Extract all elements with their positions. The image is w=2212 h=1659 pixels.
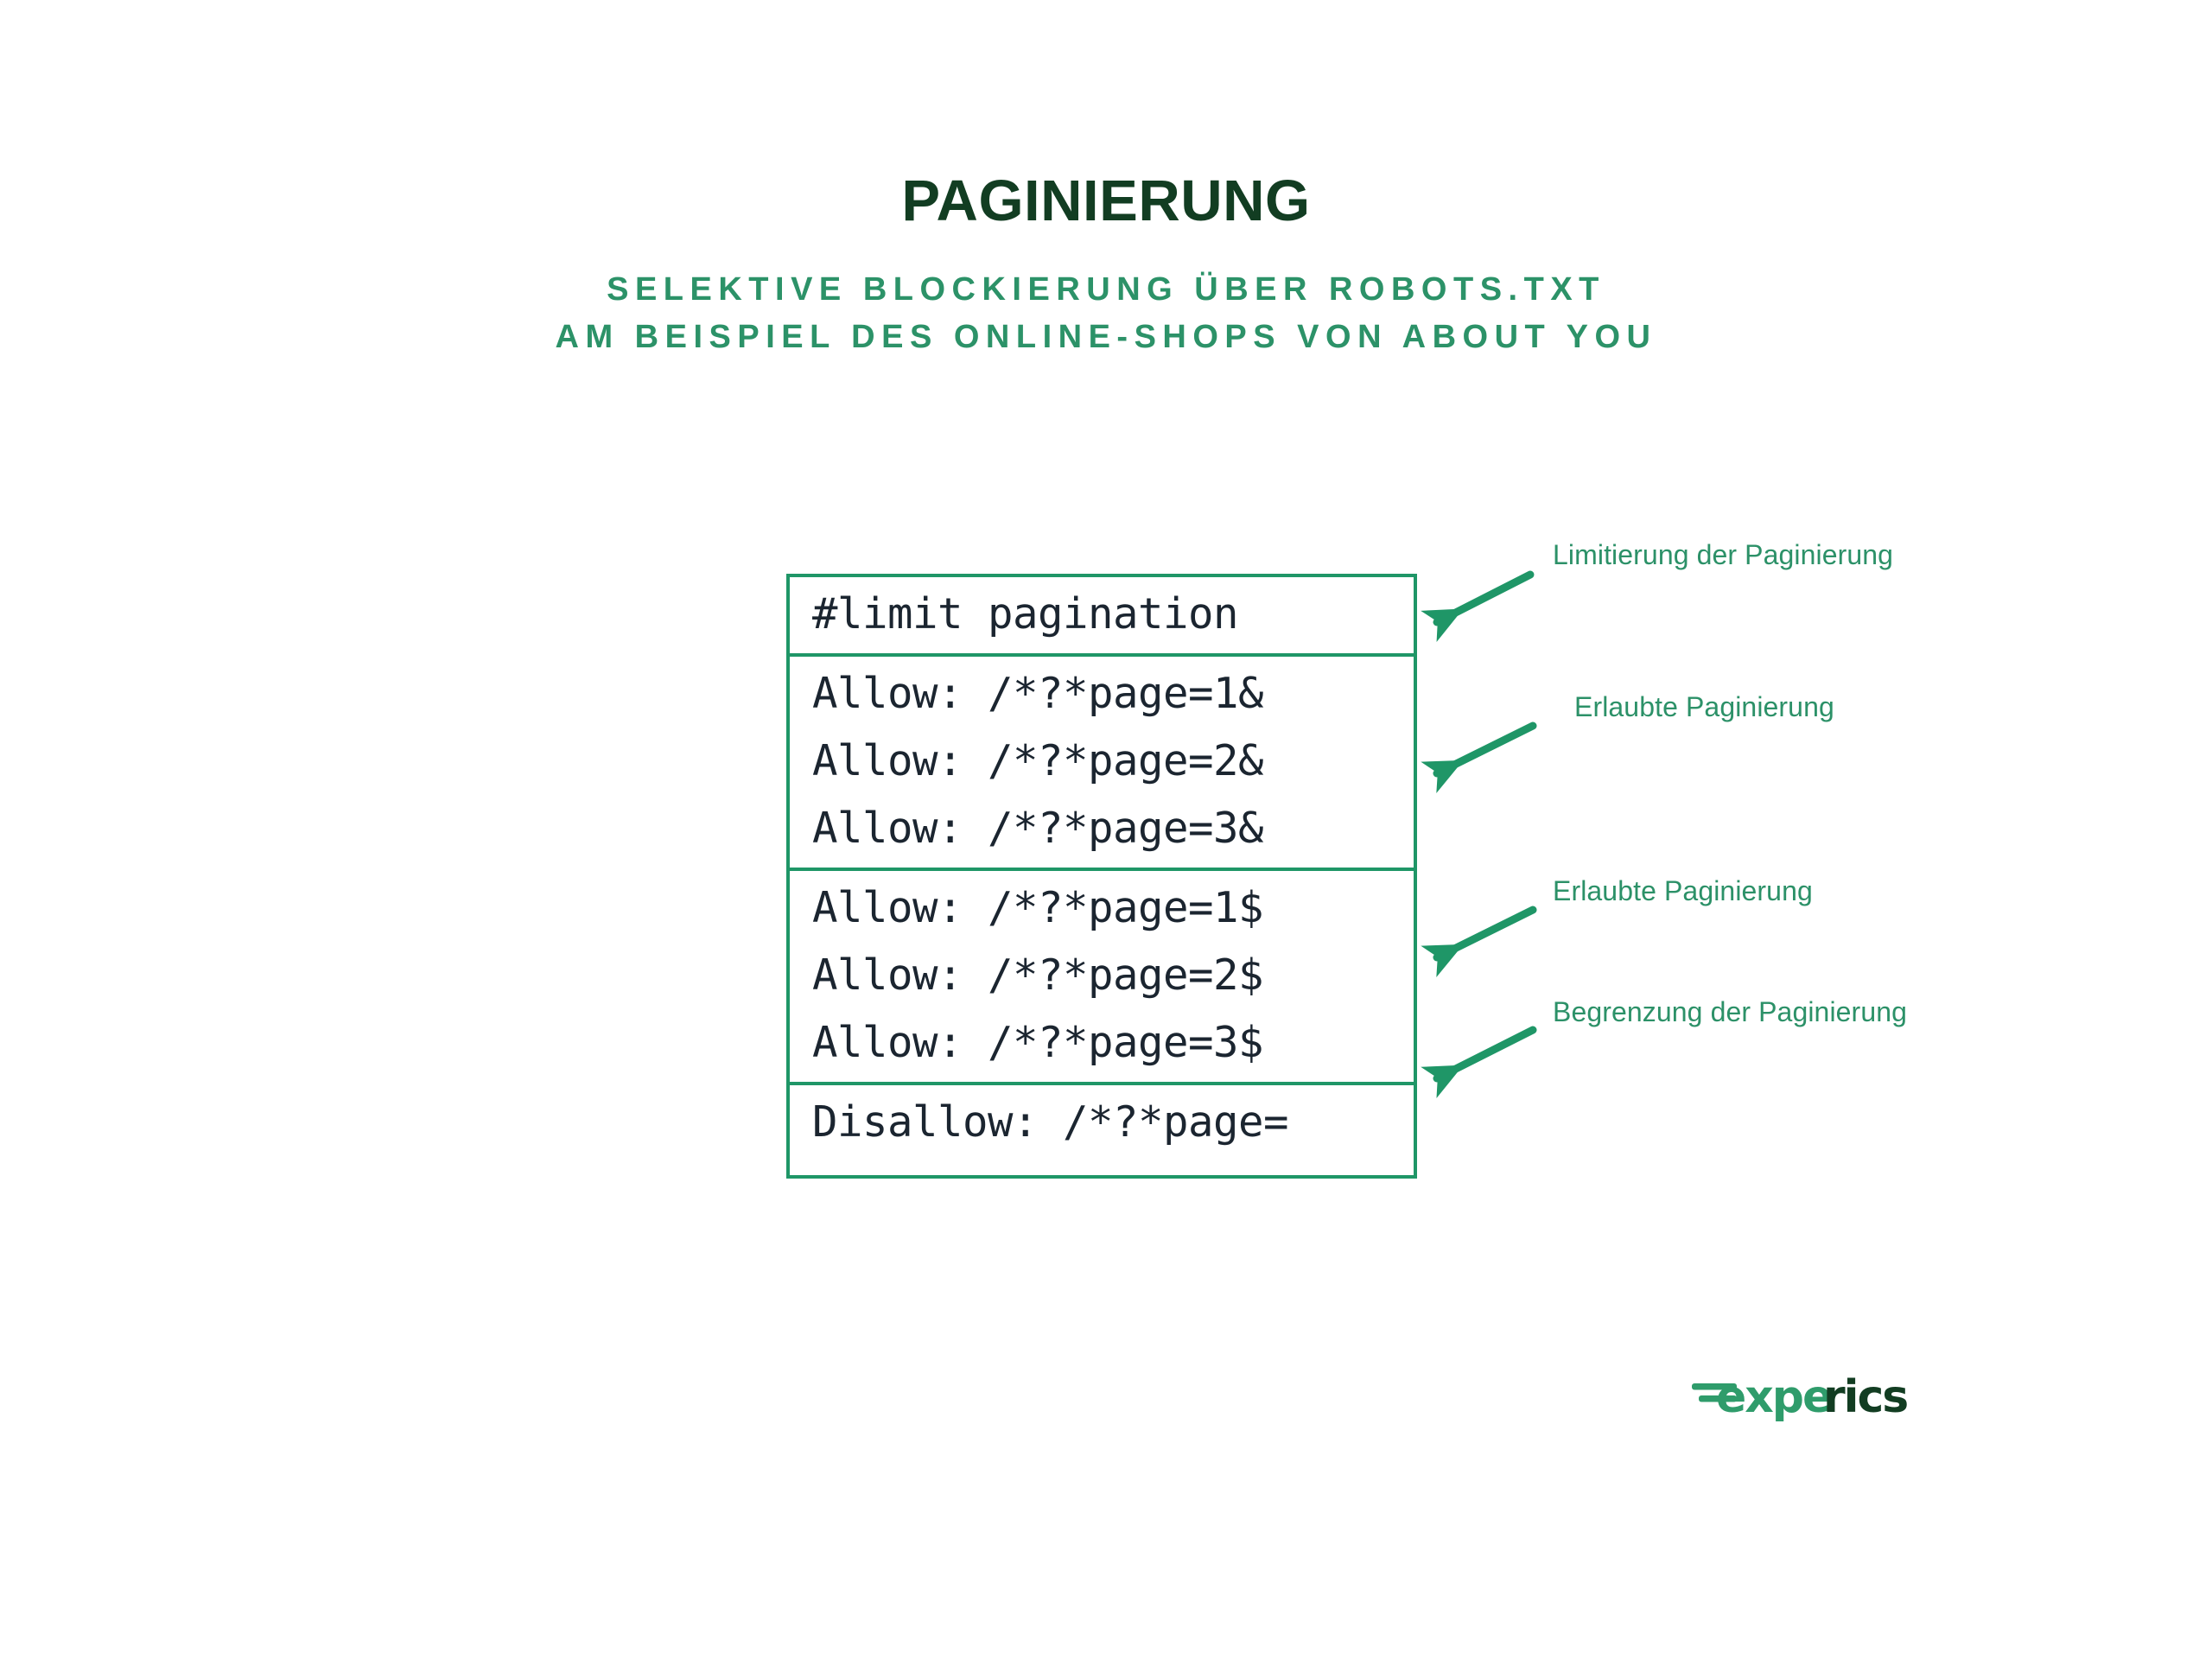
annotation-label-begrenzung: Begrenzung der Paginierung: [1553, 996, 1908, 1027]
annotation-label-erlaubte-2: Erlaubte Paginierung: [1553, 875, 1813, 906]
logo-speed-line-bottom: [1699, 1395, 1737, 1402]
page-subtitle: SELEKTIVE BLOCKIERUNG ÜBER ROBOTS.TXT AM…: [0, 266, 2212, 361]
code-line: Allow: /*?*page=1&: [812, 669, 1264, 718]
logo-text-dark: rics: [1823, 1371, 1907, 1423]
annotation-label-erlaubte-1: Erlaubte Paginierung: [1574, 691, 1834, 722]
logo-text-light: expe: [1716, 1371, 1831, 1423]
code-group-allow-ampersand: Allow: /*?*page=1& Allow: /*?*page=2& Al…: [790, 657, 1414, 871]
arrow-down-left-icon: [1421, 1026, 1537, 1098]
logo-speed-line-top: [1692, 1383, 1737, 1390]
robots-txt-code-block: #limit pagination Allow: /*?*page=1& All…: [786, 574, 1417, 1179]
code-group-disallow: Disallow: /*?*page=: [790, 1085, 1414, 1175]
page-title: PAGINIERUNG: [901, 168, 1311, 233]
arrow-down-left-icon: [1421, 906, 1537, 977]
code-line: #limit pagination: [812, 589, 1239, 639]
code-line: Allow: /*?*page=2$: [812, 950, 1264, 1000]
annotation-label-limitierung: Limitierung der Paginierung: [1553, 539, 1894, 570]
page-subtitle-line-1: SELEKTIVE BLOCKIERUNG ÜBER ROBOTS.TXT: [607, 271, 1605, 308]
code-line: Disallow: /*?*page=: [812, 1097, 1289, 1147]
code-group-comment: #limit pagination: [790, 577, 1414, 657]
code-line: Allow: /*?*page=3$: [812, 1018, 1264, 1067]
code-line: Allow: /*?*page=1$: [812, 883, 1264, 932]
code-line: Allow: /*?*page=2&: [812, 736, 1264, 785]
arrow-down-left-icon: [1421, 570, 1535, 642]
code-group-allow-dollar: Allow: /*?*page=1$ Allow: /*?*page=2$ Al…: [790, 871, 1414, 1085]
arrow-down-left-icon: [1421, 721, 1537, 793]
page-subtitle-line-2: AM BEISPIEL DES ONLINE-SHOPS VON ABOUT Y…: [555, 319, 1657, 356]
experics-logo: expe rics: [1692, 1371, 1909, 1423]
code-line: Allow: /*?*page=3&: [812, 804, 1264, 853]
